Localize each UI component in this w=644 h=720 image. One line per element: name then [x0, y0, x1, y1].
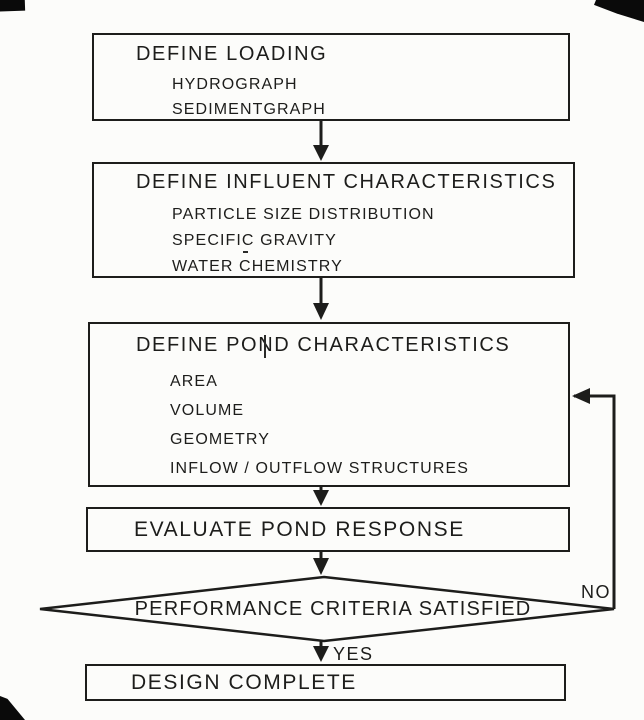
terminal-box-design-complete: DESIGN COMPLETE [85, 664, 566, 701]
box-item: GEOMETRY [170, 431, 271, 448]
box-item: HYDROGRAPH [172, 76, 298, 93]
box-item: SPECIFIC GRAVITY [172, 232, 337, 249]
decision-label: PERFORMANCE CRITERIA SATISFIED [134, 598, 532, 620]
arrow-loading-to-influent [313, 120, 329, 161]
box-item: PARTICLE SIZE DISTRIBUTION [172, 206, 435, 223]
process-box-evaluate-pond: EVALUATE POND RESPONSE [86, 507, 570, 552]
box-item: INFLOW / OUTFLOW STRUCTURES [170, 460, 470, 477]
scan-artifact-top-right [594, 0, 644, 22]
box-title: EVALUATE POND RESPONSE [134, 517, 465, 541]
box-item: SEDIMENTGRAPH [172, 101, 326, 118]
box-title: DESIGN COMPLETE [131, 670, 357, 694]
box-title: DEFINE INFLUENT CHARACTERISTICS [136, 171, 557, 193]
no-feedback-connector [572, 388, 616, 609]
box-title: DEFINE LOADING [136, 43, 328, 65]
box-item: AREA [170, 373, 218, 390]
arrow-evaluate-to-decision [313, 551, 329, 575]
yes-branch-label: YES [333, 644, 374, 664]
arrow-yes-to-complete [313, 641, 329, 662]
box-title: DEFINE POND CHARACTERISTICS [136, 334, 511, 356]
scan-artifact-bottom-left [0, 696, 25, 720]
box-item: VOLUME [170, 402, 245, 419]
arrow-pond-to-evaluate [313, 486, 329, 506]
scan-stray-mark [264, 335, 266, 358]
process-box-define-influent: DEFINE INFLUENT CHARACTERISTICS PARTICLE… [92, 162, 575, 278]
box-item: WATER CHEMISTRY [172, 258, 343, 275]
arrow-influent-to-pond [313, 277, 329, 320]
scan-stray-dot [243, 251, 248, 253]
process-box-define-pond: DEFINE POND CHARACTERISTICS AREA VOLUME … [88, 322, 570, 487]
no-branch-label: NO [581, 582, 611, 602]
process-box-define-loading: DEFINE LOADING HYDROGRAPH SEDIMENTGRAPH [92, 33, 570, 121]
scan-artifact-top-left [0, 0, 26, 12]
